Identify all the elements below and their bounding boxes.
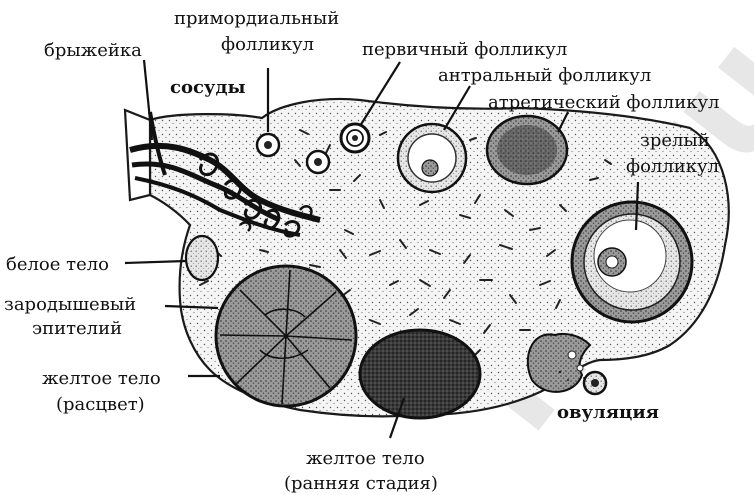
corpus-albicans xyxy=(186,236,218,280)
label-primordial-line2: фолликул xyxy=(221,34,314,55)
label-germinal-epithelium-line2: эпителий xyxy=(32,318,122,339)
label-germinal-epithelium-line1: зародышевый xyxy=(4,294,136,315)
label-mesentery: брыжейка xyxy=(44,40,142,61)
label-primary-follicle: первичный фолликул xyxy=(362,39,567,60)
antral-follicle xyxy=(398,124,466,192)
label-corpus-luteum-bloom-line1: желтое тело xyxy=(42,368,161,389)
label-corpus-luteum-bloom-line2: (расцвет) xyxy=(56,394,145,415)
label-mature-line1: зрелый xyxy=(640,130,710,151)
mature-follicle xyxy=(572,202,692,322)
mesentery xyxy=(125,110,150,200)
label-ovulation: овуляция xyxy=(557,402,659,423)
ovulated-oocyte xyxy=(584,372,606,394)
label-antral-follicle: антральный фолликул xyxy=(438,65,651,86)
label-mature-line2: фолликул xyxy=(626,156,719,177)
primary-follicle xyxy=(341,124,369,152)
label-corpus-luteum-early-line2: (ранняя стадия) xyxy=(284,473,438,494)
atretic-follicle xyxy=(487,116,567,184)
corpus-luteum-bloom xyxy=(216,266,356,406)
corpus-luteum-early xyxy=(360,330,480,418)
label-primordial-line1: примордиальный xyxy=(174,8,339,29)
label-atretic-follicle: атретический фолликул xyxy=(488,92,720,113)
label-corpus-luteum-early-line1: желтое тело xyxy=(306,448,425,469)
label-vessels: сосуды xyxy=(170,77,246,98)
label-corpus-albicans: белое тело xyxy=(6,254,109,275)
